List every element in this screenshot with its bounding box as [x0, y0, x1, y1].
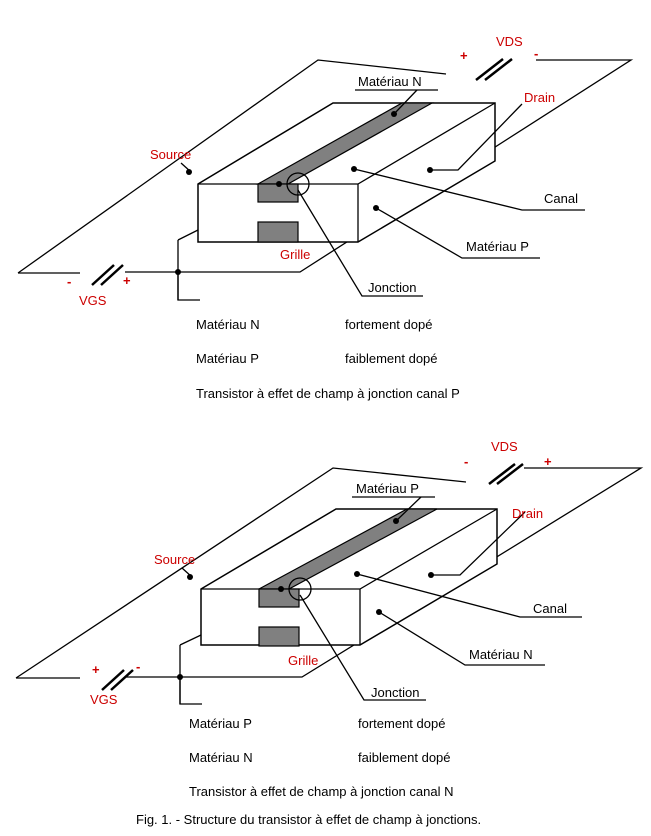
- jonction-leader-1: [297, 189, 423, 297]
- bottom-gate-1: [257, 221, 299, 243]
- gate-contact-dot-2: [278, 586, 284, 592]
- drain-leader-2: [431, 511, 526, 576]
- canal-label-2: Canal: [533, 601, 567, 616]
- semiconductor-block-2: [200, 508, 498, 646]
- gate-return-wire-2: [179, 677, 202, 705]
- vgs-left-sign-2: +: [92, 662, 100, 677]
- source-leader-2: [181, 567, 193, 578]
- material-side-label-2: Matériau N: [469, 647, 533, 662]
- source-wire-2: [15, 467, 467, 679]
- gate-return-wire-1: [177, 272, 200, 301]
- jonction-label-2: Jonction: [371, 685, 419, 700]
- source-leader-1: [180, 162, 192, 173]
- junction-circle-2: [288, 577, 312, 601]
- bottom-gate-2: [258, 626, 300, 647]
- vgs-right-sign-2: -: [136, 659, 140, 674]
- material-side-label-1: Matériau P: [466, 239, 529, 254]
- semiconductor-block-1: [197, 102, 496, 243]
- legend-doping-2a: fortement dopé: [358, 716, 445, 731]
- legend-material-1b: Matériau P: [196, 351, 259, 366]
- diagram-title-1: Transistor à effet de champ à jonction c…: [196, 386, 460, 401]
- vgs-node-dot-1: [175, 269, 181, 275]
- grille-label-2: Grille: [288, 653, 318, 668]
- legend-doping-1b: faiblement dopé: [345, 351, 438, 366]
- vds-battery-1: [475, 58, 513, 81]
- drain-label-2: Drain: [512, 506, 543, 521]
- source-wire-1: [17, 59, 447, 274]
- material-top-label-2: Matériau P: [356, 481, 419, 496]
- diagram-title-2: Transistor à effet de champ à jonction c…: [189, 784, 453, 799]
- legend-doping-2b: faiblement dopé: [358, 750, 451, 765]
- diagram-p-channel: VDS + - VGS - +: [17, 34, 634, 401]
- material-side-leader-2: [378, 611, 545, 666]
- vgs-node-dot-2: [177, 674, 183, 680]
- gate-contact-dot-1: [276, 181, 282, 187]
- jonction-leader-2: [299, 594, 426, 701]
- vgs-left-sign-1: -: [67, 274, 71, 289]
- vds-label-1: VDS: [496, 34, 523, 49]
- source-dot-2: [187, 574, 193, 580]
- canal-leader-2: [356, 573, 582, 618]
- legend-material-2a: Matériau P: [189, 716, 252, 731]
- jonction-label-1: Jonction: [368, 280, 416, 295]
- drain-leader-1: [430, 103, 523, 171]
- source-dot-1: [186, 169, 192, 175]
- vds-right-sign-1: -: [534, 46, 538, 61]
- vds-left-sign-1: +: [460, 48, 468, 63]
- diagram-n-channel: VDS - + VGS + -: [15, 439, 644, 799]
- material-side-leader-1: [375, 207, 540, 259]
- gate-link-1: [177, 229, 199, 241]
- vgs-battery-2: [101, 669, 134, 691]
- canal-leader-1: [353, 168, 585, 211]
- canal-label-1: Canal: [544, 191, 578, 206]
- legend-doping-1a: fortement dopé: [345, 317, 432, 332]
- source-label-1: Source: [150, 147, 191, 162]
- junction-circle-1: [286, 172, 310, 196]
- vds-battery-2: [488, 463, 524, 485]
- material-top-label-1: Matériau N: [358, 74, 422, 89]
- material-top-leader-2: [395, 496, 422, 522]
- material-top-leader-1: [393, 89, 418, 115]
- vgs-label-2: VGS: [90, 692, 118, 707]
- drain-label-1: Drain: [524, 90, 555, 105]
- vds-left-sign-2: -: [464, 454, 468, 469]
- source-label-2: Source: [154, 552, 195, 567]
- vds-right-sign-2: +: [544, 454, 552, 469]
- vgs-label-1: VGS: [79, 293, 107, 308]
- figure-caption: Fig. 1. - Structure du transistor à effe…: [136, 812, 481, 827]
- legend-material-2b: Matériau N: [189, 750, 253, 765]
- grille-label-1: Grille: [280, 247, 310, 262]
- vgs-battery-1: [91, 264, 124, 286]
- vgs-right-sign-1: +: [123, 273, 131, 288]
- gate-link-2: [179, 634, 202, 646]
- vds-label-2: VDS: [491, 439, 518, 454]
- legend-material-1a: Matériau N: [196, 317, 260, 332]
